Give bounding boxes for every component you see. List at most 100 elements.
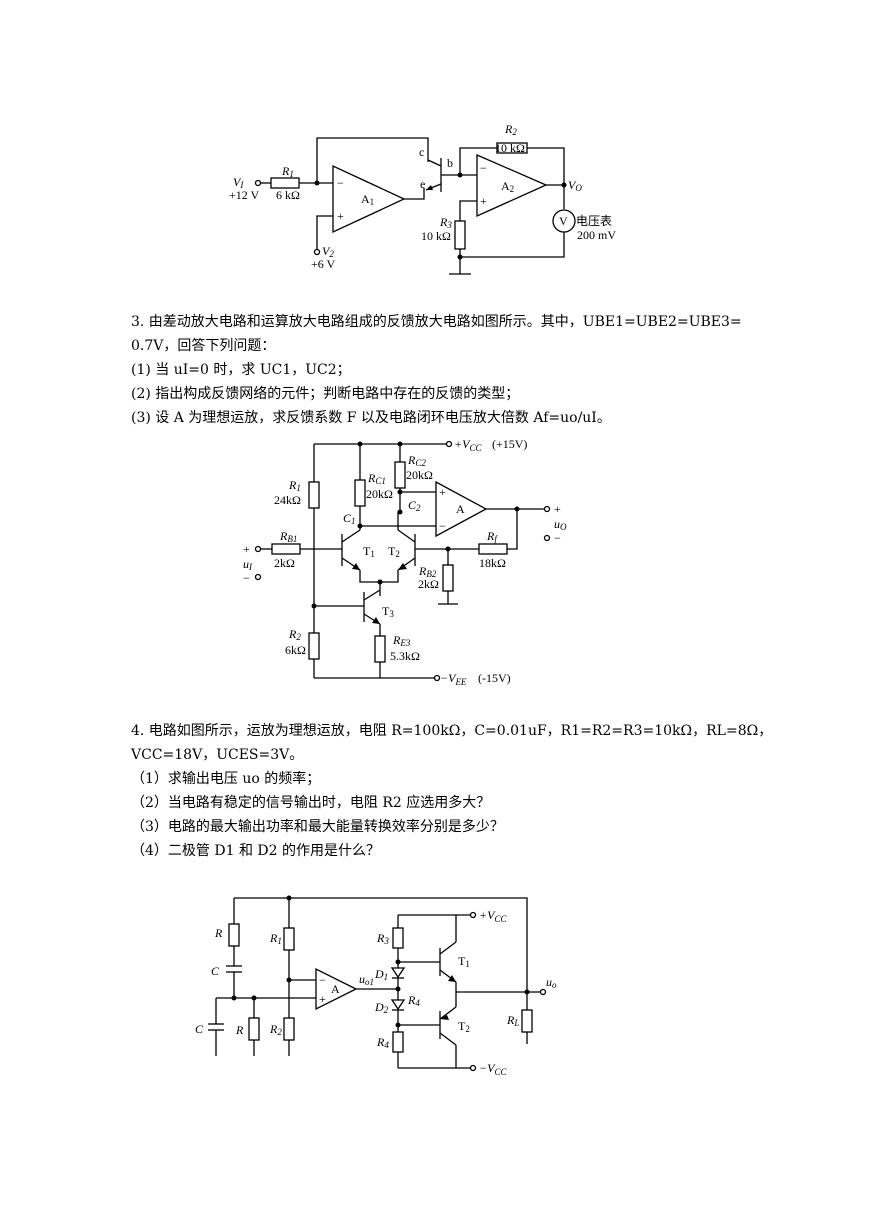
resistor-r4 [392, 1031, 404, 1053]
a1-minus: − [337, 176, 344, 190]
vcc-label: +VCC [454, 437, 482, 453]
r2-label: R2 [269, 1022, 282, 1037]
r2-value: 6kΩ [285, 643, 306, 657]
rb1-label: RB1 [279, 529, 297, 544]
r1-label: R1 [288, 478, 301, 493]
rf-value: 18kΩ [479, 556, 506, 570]
r3-value: 10 kΩ [421, 229, 451, 243]
voltmeter-range: 200 mV [577, 228, 616, 242]
vcc-value: (+15V) [492, 437, 527, 451]
figure-3-circuit: +VCC (+15V) −VEE (-15V) R1 24kΩ RC1 20kΩ… [243, 437, 567, 687]
q3-line-1: 3. 由差动放大电路和运算放大电路组成的反馈放大电路如图所示。其中，UBE1=U… [131, 314, 742, 330]
rb2-label: RB2 [418, 564, 437, 579]
vcc-pos-label: +VCC [479, 908, 507, 924]
q4-line-2: VCC=18V，UCES=3V。 [131, 747, 304, 763]
rf-label: Rf [486, 529, 498, 544]
t2-label: T2 [388, 544, 400, 559]
c2-label: C2 [408, 498, 421, 513]
r4-label-upper: R4 [407, 993, 420, 1008]
ui-label: uI [243, 557, 253, 572]
uo1-label: uo1 [359, 972, 374, 987]
resistor-r3 [454, 220, 466, 250]
rb1-value: 2kΩ [274, 556, 295, 570]
resistor-r1 [283, 927, 295, 951]
diode-d1 [390, 967, 406, 979]
resistor-rf [478, 543, 508, 555]
uo-label: uO [554, 517, 567, 532]
vcc-neg-label: −VCC [479, 1061, 507, 1077]
base-label: b [447, 156, 453, 170]
a1-plus: + [337, 209, 344, 223]
r3-label: R3 [376, 931, 389, 946]
voltmeter-symbol: V [559, 214, 568, 228]
a2-plus: + [480, 194, 487, 208]
r1-value: 6 kΩ [276, 188, 300, 202]
t2-label: T2 [458, 1019, 470, 1034]
c1-label: C1 [343, 511, 356, 526]
resistor-r2 [308, 632, 320, 660]
opamp-minus: − [319, 973, 326, 987]
q4-item-3: （3）电路的最大输出功率和最大能量转换效率分别是多少？ [131, 819, 504, 835]
resistor-r1 [308, 481, 320, 509]
ui-minus: − [243, 571, 250, 585]
t1-label: T1 [458, 954, 470, 969]
rc2-label: RC2 [407, 453, 426, 468]
resistor-rb1 [271, 543, 301, 555]
v2-label: V2 [322, 244, 334, 259]
r1-label: R1 [281, 164, 294, 179]
figure-4-circuit: R C C R R1 R2 − + A uo1 D1 D2 R3 R4 R4 T… [195, 895, 557, 1077]
rb2-value: 2kΩ [418, 577, 439, 591]
r2-label: R2 [288, 627, 301, 642]
r-series-label: R [214, 926, 223, 940]
resistor-rc2 [394, 461, 406, 489]
voltmeter-label: 电压表 [576, 214, 612, 228]
opamp-minus: − [439, 519, 446, 533]
resistor-rb2 [442, 564, 454, 592]
a2-minus: − [480, 161, 487, 175]
opamp-a1 [332, 164, 406, 234]
v1-label: VI [233, 175, 244, 190]
collector-label: c [419, 145, 424, 159]
a1-label: A1 [361, 192, 374, 207]
c-series-label: C [211, 964, 220, 978]
uo-minus: − [554, 531, 561, 545]
uo-plus: + [554, 502, 561, 516]
r2-label: R2 [504, 122, 517, 137]
q3-item-1: (1) 当 uI=0 时，求 UC1，UC2； [131, 362, 351, 378]
resistor-r2 [283, 1017, 295, 1041]
q4-item-2: （2）当电路有稳定的信号输出时，电阻 R2 应选用多大？ [131, 795, 491, 811]
re3-label: RE3 [392, 633, 411, 648]
rc2-value: 20kΩ [406, 468, 433, 482]
rc1-label: RC1 [367, 471, 386, 486]
resistor-r1 [270, 177, 300, 189]
rl-label: RL [506, 1013, 519, 1028]
opamp-label: A [331, 982, 340, 996]
figure-1-circuit: VI +12 V R1 6 kΩ − + A1 V2 +6 V c e b R2… [229, 122, 616, 275]
opamp-a [435, 480, 488, 538]
v2-value: +6 V [311, 257, 336, 271]
v1-value: +12 V [229, 188, 260, 202]
re3-value: 5.3kΩ [390, 649, 420, 663]
t3-label: T3 [382, 604, 394, 619]
opamp-plus: + [439, 485, 446, 499]
r1-label: R1 [269, 931, 282, 946]
resistor-rl [521, 1009, 533, 1033]
r-parallel-label: R [235, 1023, 244, 1037]
vee-label: −VEE [440, 671, 467, 687]
diode-d2 [390, 999, 406, 1011]
vee-value: (-15V) [478, 671, 511, 685]
r4-label-lower: R4 [376, 1035, 389, 1050]
uo-label: uo [546, 975, 557, 990]
resistor-r-parallel [248, 1017, 260, 1041]
opamp-a2 [476, 154, 548, 218]
d2-label: D2 [374, 1000, 389, 1015]
resistor-re3 [374, 635, 386, 663]
q3-line-2: 0.7V，回答下列问题： [131, 338, 276, 354]
t1-label: T1 [363, 544, 375, 559]
q3-item-3: (3) 设 A 为理想运放，求反馈系数 F 以及电路闭环电压放大倍数 Af=uo… [131, 410, 611, 426]
opamp-label: A [456, 502, 465, 516]
resistor-r3 [392, 927, 404, 949]
r1-value: 24kΩ [274, 493, 301, 507]
q4-item-4: （4）二极管 D1 和 D2 的作用是什么？ [131, 843, 380, 859]
